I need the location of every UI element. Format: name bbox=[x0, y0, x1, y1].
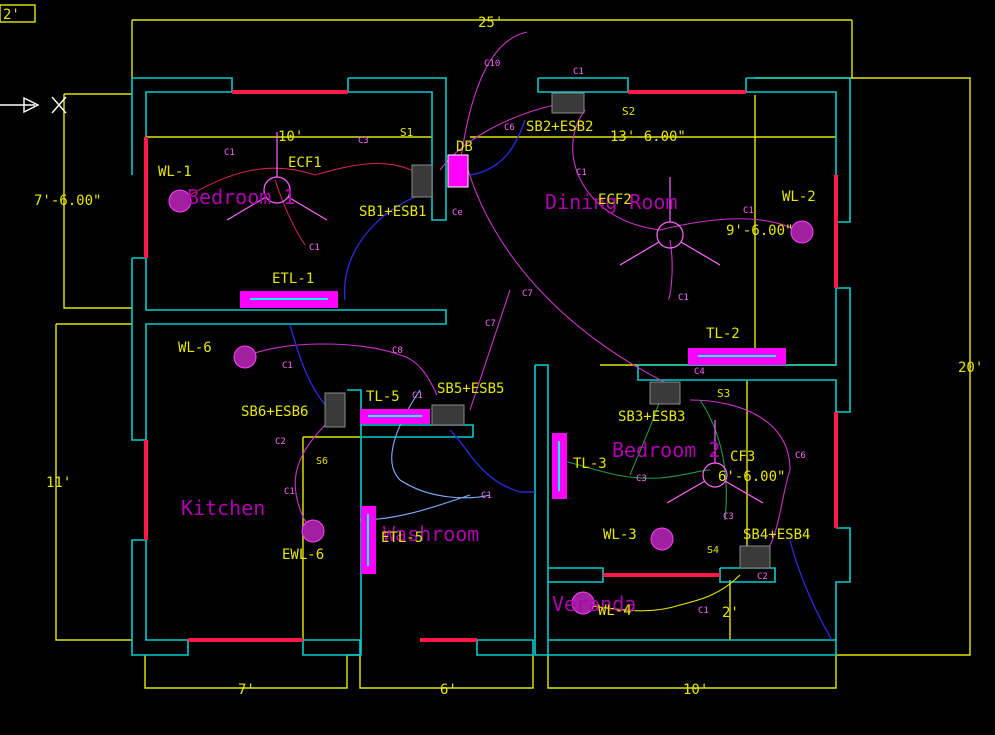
dim-dining-height: 9'-6.00" bbox=[726, 223, 793, 239]
dim-right: 20' bbox=[958, 360, 983, 376]
circuit-label: C1 bbox=[224, 148, 235, 158]
room-kitchen: Kitchen bbox=[181, 496, 265, 520]
circuit-label: C7 bbox=[522, 289, 533, 299]
dim-top: 25' bbox=[478, 15, 503, 31]
label-s1: S1 bbox=[400, 126, 413, 139]
label-wl4: WL-4 bbox=[598, 603, 632, 619]
wall-light-wl6 bbox=[233, 345, 257, 369]
circuit-label: C2 bbox=[757, 572, 768, 582]
wall-light-wl1 bbox=[168, 189, 192, 213]
switch-board-sb2 bbox=[551, 92, 585, 114]
circuit-label: C7 bbox=[485, 319, 496, 329]
label-s3: S3 bbox=[717, 387, 730, 400]
label-etl1: ETL-1 bbox=[272, 271, 314, 287]
dim-bedroom1: 7'-6.00" bbox=[34, 193, 101, 209]
label-sb3: SB3+ESB3 bbox=[618, 409, 685, 425]
label-sb6: SB6+ESB6 bbox=[241, 404, 308, 420]
wall-light-wl2 bbox=[790, 220, 814, 244]
circuit-label: C2 bbox=[275, 437, 286, 447]
label-sb4: SB4+ESB4 bbox=[743, 527, 810, 543]
label-cf3: CF3 bbox=[730, 449, 755, 465]
fan-ecf1-icon bbox=[226, 132, 328, 221]
switch-board-sb1 bbox=[411, 164, 433, 198]
distribution-board bbox=[447, 154, 469, 188]
switch-board-sb3 bbox=[649, 381, 681, 405]
label-s6: S6 bbox=[316, 456, 328, 467]
wall-light-wl3 bbox=[650, 527, 674, 551]
room-bedroom2: Bedroom 2 bbox=[612, 438, 720, 462]
dim-dining-width: 13'-6.00" bbox=[610, 129, 686, 145]
label-ecf2: ECF2 bbox=[598, 192, 632, 208]
circuit-label: C10 bbox=[484, 59, 500, 69]
label-wl2: WL-2 bbox=[782, 189, 816, 205]
dim-left-lower: 11' bbox=[46, 475, 71, 491]
wall-light-wl4 bbox=[571, 591, 595, 615]
label-ewl6: EWL-6 bbox=[282, 547, 324, 563]
label-sb2: SB2+ESB2 bbox=[526, 119, 593, 135]
dim-veranda: 2' bbox=[722, 605, 739, 621]
circuit-label: C4 bbox=[694, 367, 705, 377]
circuit-label: C6 bbox=[504, 123, 515, 133]
circuit-label: C1 bbox=[678, 293, 689, 303]
dim-bedroom2-height: 6'-6.00" bbox=[718, 469, 785, 485]
label-ecf1: ECF1 bbox=[288, 155, 322, 171]
circuit-label: C6 bbox=[795, 451, 806, 461]
switch-board-sb5 bbox=[431, 404, 465, 426]
circuit-label: C1 bbox=[284, 487, 295, 497]
dim-bedroom2: 10' bbox=[683, 682, 708, 698]
circuit-label: C1 bbox=[412, 391, 423, 401]
circuit-label: C3 bbox=[636, 474, 647, 484]
room-dining: Dining Room bbox=[545, 190, 677, 214]
circuit-label: C1 bbox=[481, 491, 492, 501]
switch-boards bbox=[324, 92, 771, 569]
room-veranda: Veranda bbox=[552, 592, 636, 616]
circuit-label: C3 bbox=[723, 512, 734, 522]
circuit-label: C1 bbox=[573, 67, 584, 77]
dim-corner: 2' bbox=[3, 7, 20, 23]
circuit-label: C1 bbox=[282, 361, 293, 371]
wall-light-ewl6 bbox=[301, 519, 325, 543]
circuit-label: C8 bbox=[392, 346, 403, 356]
label-tl2: TL-2 bbox=[706, 326, 740, 342]
wiring bbox=[179, 31, 833, 641]
label-wl3: WL-3 bbox=[603, 527, 637, 543]
dimension-lines bbox=[0, 4, 971, 689]
circuit-label: C1 bbox=[743, 206, 754, 216]
dim-kitchen: 7' bbox=[238, 682, 255, 698]
switch-board-sb6 bbox=[324, 392, 346, 428]
entry-arrow-icon bbox=[0, 96, 67, 114]
circuit-label: C1 bbox=[698, 606, 709, 616]
label-wl1: WL-1 bbox=[158, 164, 192, 180]
label-wl6: WL-6 bbox=[178, 340, 212, 356]
dim-bedroom1-top: 10' bbox=[278, 129, 303, 145]
circuit-label: C1 bbox=[576, 168, 587, 178]
label-s4: S4 bbox=[707, 545, 719, 556]
tube-lights bbox=[240, 291, 786, 574]
room-washroom: Washroom bbox=[383, 522, 479, 546]
dim-washroom: 6' bbox=[440, 682, 457, 698]
windows bbox=[144, 90, 838, 642]
label-sb1: SB1+ESB1 bbox=[359, 204, 426, 220]
label-tl5: TL-5 bbox=[366, 389, 400, 405]
label-s2: S2 bbox=[622, 105, 635, 118]
wall-lights bbox=[168, 189, 814, 615]
fan-cf3-icon bbox=[666, 420, 764, 504]
circuit-label: C1 bbox=[309, 243, 320, 253]
label-etl5: ETL-5 bbox=[381, 530, 423, 546]
circuit-label: Ce bbox=[452, 208, 463, 218]
label-tl3: TL-3 bbox=[573, 456, 607, 472]
fan-ecf2-icon bbox=[619, 177, 721, 266]
circuit-label: C3 bbox=[358, 136, 369, 146]
label-sb5: SB5+ESB5 bbox=[437, 381, 504, 397]
label-db: DB bbox=[456, 139, 473, 155]
switch-board-sb4 bbox=[739, 545, 771, 569]
room-bedroom1: Bedroom 1 bbox=[187, 185, 295, 209]
